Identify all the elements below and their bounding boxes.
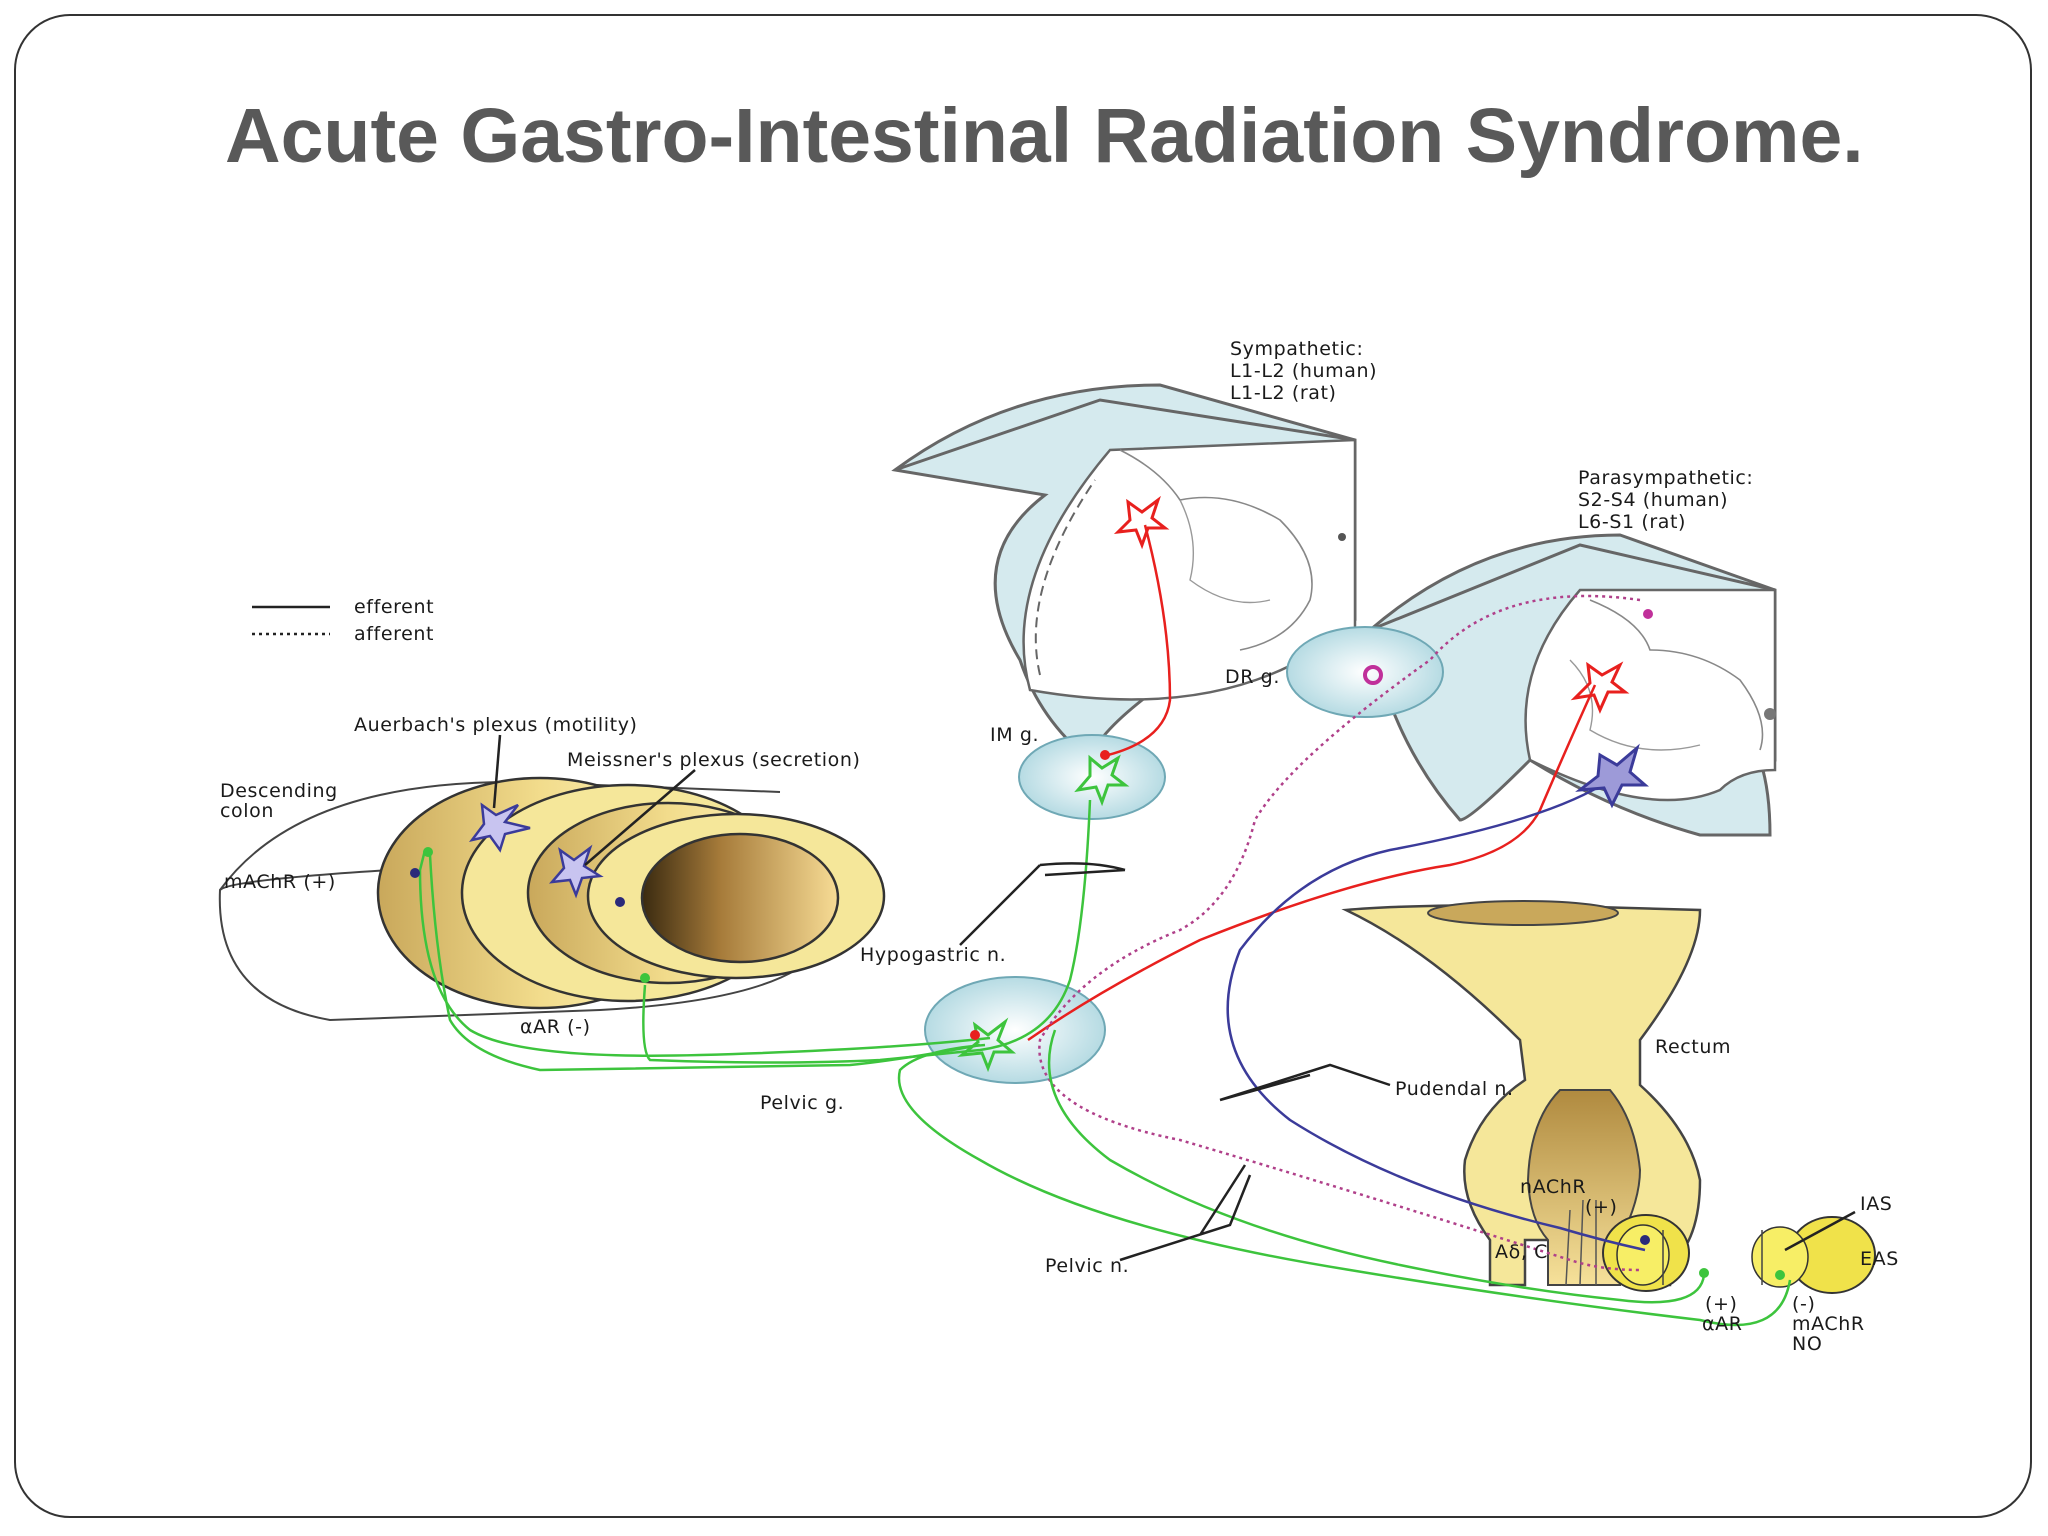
pelvic-to-rectum-path-2 — [1047, 1029, 1706, 1304]
pelvic-to-rectum-path-1 — [897, 1043, 1792, 1327]
parasympathetic-neuron — [1570, 661, 1630, 714]
pathways — [418, 524, 1792, 1327]
pelvic-ganglion-label: Pelvic g. — [760, 1092, 844, 1114]
neurons — [410, 495, 1785, 1280]
parasympathetic-label-2: S2-S4 (human) — [1578, 489, 1728, 511]
sympathetic-label-3: L1-L2 (rat) — [1230, 382, 1337, 404]
pudendal-label: Pudendal n. — [1395, 1078, 1514, 1100]
rectum-label: Rectum — [1655, 1036, 1731, 1058]
pelvic-to-colon-path-1 — [642, 799, 1092, 1064]
machr-minus-label: (-) — [1792, 1293, 1815, 1315]
no-label: NO — [1792, 1333, 1822, 1355]
parasympathetic-label-1: Parasympathetic: — [1578, 467, 1753, 489]
eas-label: EAS — [1860, 1248, 1899, 1270]
nachr-plus-label: (+) — [1585, 1196, 1618, 1218]
machr-label: mAChR — [1792, 1313, 1865, 1335]
a-delta-c-label: Aδ, C — [1495, 1241, 1548, 1263]
im-ganglion — [1018, 734, 1166, 820]
legend-afferent-label: afferent — [354, 623, 434, 645]
parasympathetic-efferent-path — [1027, 684, 1597, 1042]
descending-colon — [218, 776, 886, 1022]
meissner-neuron — [548, 844, 604, 899]
legend: efferent afferent — [252, 596, 434, 645]
pudendal-somatic-path — [1226, 778, 1646, 1252]
pelvic-ganglion — [924, 976, 1106, 1084]
dr-ganglion-cell — [1363, 665, 1383, 685]
dr-ganglion-label: DR g. — [1225, 666, 1280, 688]
pelvic-to-colon-path-2 — [428, 854, 981, 1072]
ias-label: IAS — [1860, 1193, 1892, 1215]
auerbach-neuron — [468, 802, 531, 853]
pelvic-ganglion-neuron — [957, 1017, 1017, 1073]
machr-plus-label: mAChR (+) — [224, 871, 336, 893]
labels: Sympathetic: L1-L2 (human) L1-L2 (rat) P… — [220, 338, 1899, 1355]
pelvic-nerve-label: Pelvic n. — [1045, 1255, 1129, 1277]
aar-label: αAR — [1702, 1313, 1743, 1335]
auerbach-label: Auerbach's plexus (motility) — [354, 714, 638, 736]
hypogastric-label: Hypogastric n. — [860, 944, 1006, 966]
im-ganglion-neuron — [1074, 754, 1130, 807]
sympathetic-efferent-path — [1107, 524, 1172, 757]
nachr-label: nAChR — [1520, 1176, 1586, 1198]
aar-minus-label: αAR (-) — [520, 1016, 591, 1038]
rectum — [1341, 900, 1876, 1294]
parasympathetic-spinal-cord — [1368, 533, 1777, 837]
afferent-path — [1038, 594, 1641, 1272]
descending-colon-label-1: Descending — [220, 780, 338, 802]
parasympathetic-label-3: L6-S1 (rat) — [1578, 511, 1686, 533]
sympathetic-neuron — [1113, 495, 1170, 550]
descending-colon-label-2: colon — [220, 800, 274, 822]
sympathetic-label-2: L1-L2 (human) — [1230, 360, 1377, 382]
motor-neuron — [1575, 743, 1650, 809]
meissner-label: Meissner's plexus (secretion) — [567, 749, 861, 771]
aar-plus-label: (+) — [1705, 1293, 1738, 1315]
im-ganglion-label: IM g. — [990, 724, 1039, 746]
sympathetic-label-1: Sympathetic: — [1230, 338, 1363, 360]
sympathetic-spinal-cord — [891, 383, 1357, 763]
slide-title: Acute Gastro-Intestinal Radiation Syndro… — [225, 93, 1864, 179]
pelvic-to-colon-path-3 — [418, 849, 991, 1057]
leader-lines — [492, 734, 1856, 1262]
legend-efferent-label: efferent — [354, 596, 434, 618]
